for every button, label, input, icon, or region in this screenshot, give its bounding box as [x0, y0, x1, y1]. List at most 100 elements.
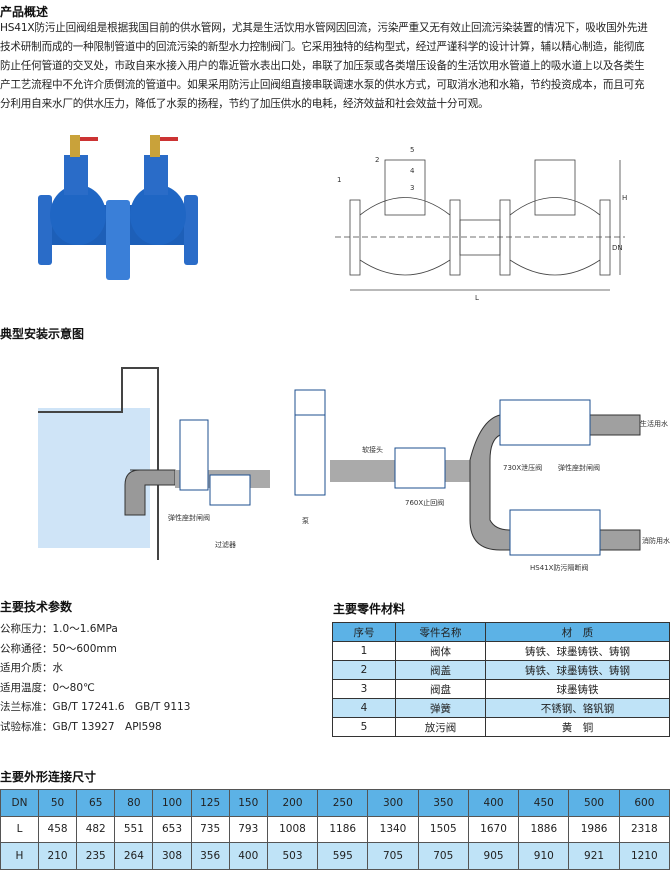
param-item: 适用温度：0～80℃ [0, 681, 95, 694]
cell: 1886 [518, 815, 570, 843]
dims-title: 主要外形连接尺寸 [0, 770, 97, 784]
table-header: 序号 零件名称 材 质 [332, 622, 670, 642]
callout-1: 1 [337, 176, 341, 184]
overview-text: HS41X防污止回阀组是根据我国目前的供水管网，尤其是生活饮用水管网因回流，污染… [0, 19, 670, 114]
cell: H [0, 842, 39, 870]
params-title: 主要技术参数 [0, 600, 73, 614]
params-list: 公称压力：1.0～1.6MPa 公称通径：50～600mm 适用介质：水 适用温… [0, 620, 190, 737]
cell: 1505 [417, 815, 469, 843]
param-item: 试验标准：GB/T 13927 API598 [0, 720, 162, 733]
header-cell: 序号 [332, 622, 396, 642]
cell: 458 [37, 815, 78, 843]
cell: 1008 [266, 815, 319, 843]
cell: 125 [190, 789, 230, 817]
callout-5: 5 [410, 146, 414, 154]
cell: 1186 [317, 815, 369, 843]
callout-3: 3 [410, 184, 414, 192]
cell: 210 [37, 842, 78, 870]
label-gate-valve-2: 弹性座封闸阀 [558, 463, 600, 472]
label-fire-water: 消防用水 [642, 536, 670, 545]
cell: 黄 铜 [485, 717, 670, 737]
dim-H: H [622, 194, 627, 202]
cell: 150 [228, 789, 268, 817]
cell: 400 [467, 789, 520, 817]
param-item: 公称压力：1.0～1.6MPa [0, 623, 118, 635]
cell: DN [0, 789, 39, 817]
overview-line: HS41X防污止回阀组是根据我国目前的供水管网，尤其是生活饮用水管网因回流，污染… [0, 22, 648, 34]
cell: 1670 [467, 815, 520, 843]
cell: 1986 [568, 815, 620, 843]
cell: 65 [76, 789, 116, 817]
cell: 308 [152, 842, 192, 870]
overview-line: 防止任何管道的交叉处，市政自来水接入用户的靠近管水表出口处，串联了加压泵或各类增… [0, 60, 645, 72]
cell: 482 [76, 815, 116, 843]
cell: 551 [114, 815, 154, 843]
cell: 450 [518, 789, 570, 817]
overview-title: 产品概述 [0, 5, 49, 19]
cell: 264 [114, 842, 154, 870]
cell: 921 [568, 842, 620, 870]
overview-line: 产工艺流程中不允许介质倒流的管道中。如果采用防污止回阀组直接串联调速水泵的供水方… [0, 79, 645, 91]
label-flex-joint: 软接头 [362, 445, 383, 454]
cell: 球墨铸铁 [485, 679, 670, 699]
param-item: 适用介质：水 [0, 662, 63, 674]
cell: 阀盖 [395, 660, 486, 680]
cell: 905 [467, 842, 520, 870]
cell: 阀体 [395, 641, 486, 661]
cell: L [0, 815, 39, 843]
label-check-valve: 760X止回阀 [405, 498, 444, 507]
cell: 5 [332, 717, 396, 737]
cell: 放污阀 [395, 717, 486, 737]
parts-title: 主要零件材料 [333, 602, 406, 616]
cell: 2318 [618, 815, 670, 843]
cell: 100 [152, 789, 192, 817]
cell: 1210 [618, 842, 670, 870]
cell: 356 [190, 842, 230, 870]
cell: 1340 [367, 815, 419, 843]
cell: 250 [317, 789, 369, 817]
cell: 3 [332, 679, 396, 699]
cell: 铸铁、球墨铸铁、铸钢 [485, 660, 670, 680]
cell: 705 [417, 842, 469, 870]
cell: 503 [266, 842, 319, 870]
dim-DN: DN [612, 244, 623, 252]
cell: 不锈钢、铬钒钢 [485, 698, 670, 718]
cell: 4 [332, 698, 396, 718]
cell: 500 [568, 789, 620, 817]
param-item: 法兰标准：GB/T 17241.6 GB/T 9113 [0, 701, 191, 713]
cell: 铸铁、球墨铸铁、铸钢 [485, 641, 670, 661]
label-domestic-water: 生活用水 [640, 419, 668, 428]
overview-line: 技术研制而成的一种限制管道中的回流污染的新型水力控制阀门。它采用独特的结构型式，… [0, 41, 645, 53]
callout-4: 4 [410, 167, 415, 175]
cell: 910 [518, 842, 570, 870]
cell: 705 [367, 842, 419, 870]
install-title: 典型安装示意图 [0, 327, 85, 341]
cell: 1 [332, 641, 396, 661]
header-cell: 材 质 [485, 622, 670, 642]
cell: 793 [228, 815, 268, 843]
label-filter: 过滤器 [215, 540, 236, 549]
header-cell: 零件名称 [395, 622, 486, 642]
cell: 弹簧 [395, 698, 486, 718]
cell: 600 [618, 789, 670, 817]
cell: 阀盘 [395, 679, 486, 699]
cell: 595 [317, 842, 369, 870]
cell: 235 [76, 842, 116, 870]
cell: 300 [367, 789, 419, 817]
cell: 80 [114, 789, 154, 817]
valve-section-drawing: L H DN 1 2 3 4 5 [335, 146, 627, 302]
cell: 735 [190, 815, 230, 843]
cell: 350 [417, 789, 469, 817]
cell: 200 [266, 789, 319, 817]
cell: 400 [228, 842, 268, 870]
cell: 50 [37, 789, 78, 817]
label-pump: 泵 [302, 517, 309, 525]
overview-line: 分利用自来水厂的供水压力，降低了水泵的扬程，节约了加压供水的电耗，经济效益和社会… [0, 98, 489, 110]
cell: 653 [152, 815, 192, 843]
